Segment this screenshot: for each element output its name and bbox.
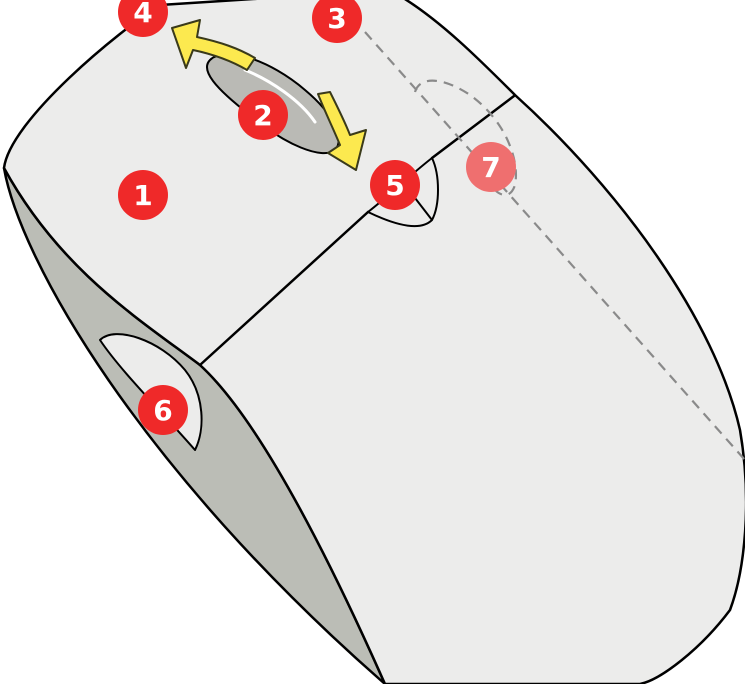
callout-4: 4 bbox=[118, 0, 168, 37]
button-seam-center bbox=[198, 210, 370, 367]
callout-2: 2 bbox=[238, 90, 288, 140]
callout-1: 1 bbox=[118, 170, 168, 220]
callout-6: 6 bbox=[138, 385, 188, 435]
svg-text:5: 5 bbox=[385, 169, 404, 202]
svg-text:2: 2 bbox=[253, 99, 272, 132]
callout-3: 3 bbox=[312, 0, 362, 43]
svg-text:7: 7 bbox=[481, 151, 500, 184]
svg-text:6: 6 bbox=[153, 394, 172, 427]
svg-text:3: 3 bbox=[327, 2, 346, 35]
scroll-arrow-icon bbox=[317, 91, 367, 171]
callout-5: 5 bbox=[370, 160, 420, 210]
tilt-arrow-icon bbox=[171, 19, 256, 71]
svg-text:4: 4 bbox=[133, 0, 152, 29]
svg-text:1: 1 bbox=[133, 179, 152, 212]
callout-7: 7 bbox=[466, 142, 516, 192]
hidden-edge-line bbox=[364, 31, 745, 461]
button-seam-right bbox=[430, 94, 516, 160]
hidden-button-outline bbox=[413, 79, 517, 197]
